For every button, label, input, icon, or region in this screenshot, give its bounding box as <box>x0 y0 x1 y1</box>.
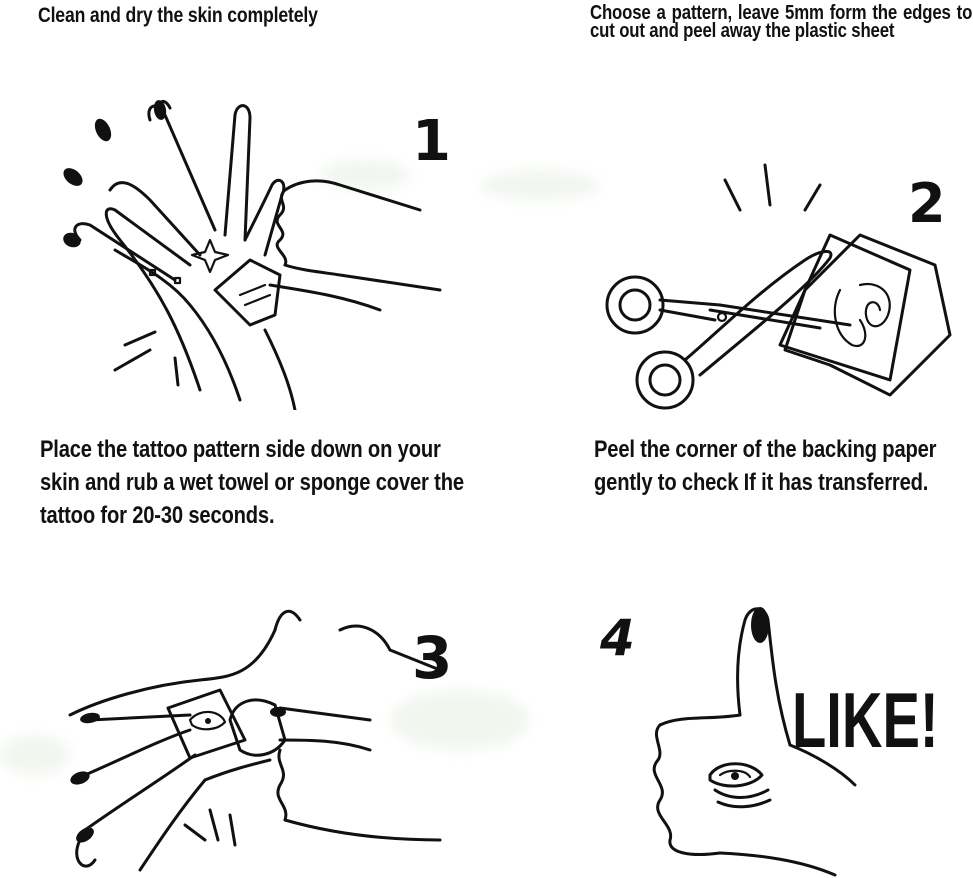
hand-sponge-icon: 3 <box>68 609 452 872</box>
hand-wiping-icon: 1 <box>63 100 451 410</box>
step-1-number: 1 <box>412 109 451 174</box>
thumbs-up-icon: 4 LIKE! <box>599 607 939 877</box>
scissors-cutting-icon: 2 <box>605 163 952 410</box>
step-3-caption: Place the tattoo pattern side down on yo… <box>40 436 464 529</box>
paper-smudge <box>480 170 600 200</box>
paper-smudge <box>320 160 410 190</box>
like-label: LIKE! <box>792 677 939 764</box>
step-3-number: 3 <box>412 624 452 692</box>
step-4-caption: Peel the corner of the backing paper gen… <box>594 436 937 496</box>
paper-smudge <box>0 735 70 775</box>
paper-smudge <box>390 690 530 750</box>
step-2-caption: Choose a pattern, leave 5mm form the edg… <box>590 2 973 42</box>
step-4-number: 4 <box>599 609 635 667</box>
step-1-caption: Clean and dry the skin completely <box>38 4 318 27</box>
step-2-number: 2 <box>908 172 946 235</box>
